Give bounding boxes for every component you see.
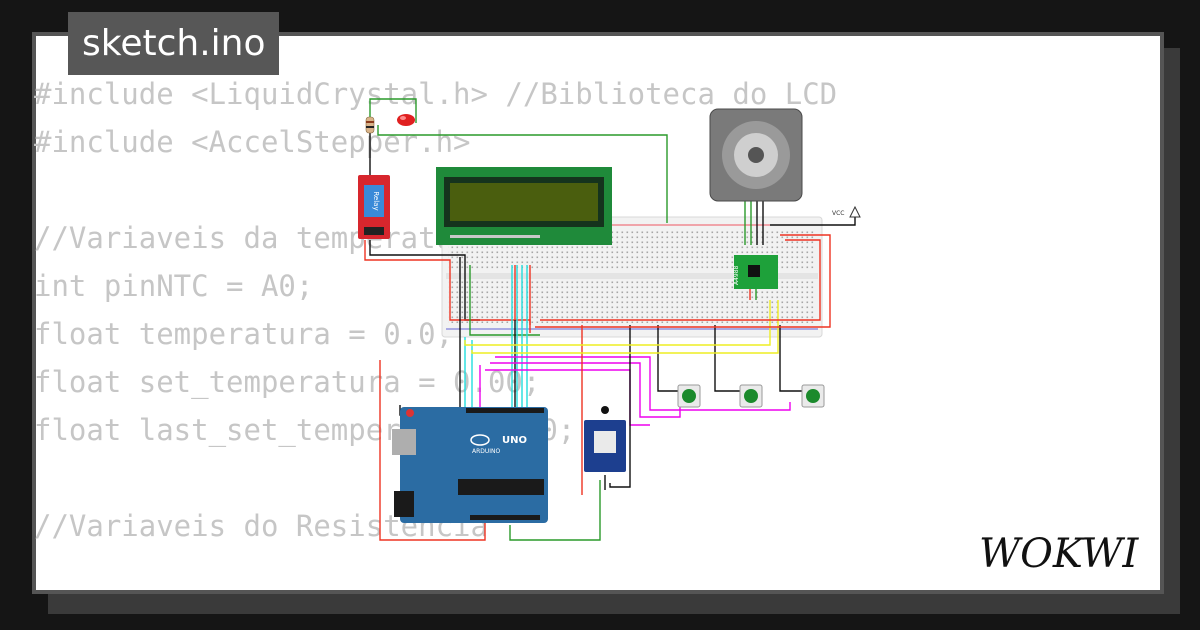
code-line: int pinNTC = A0; bbox=[34, 269, 314, 303]
relay-module: Relay bbox=[358, 175, 390, 239]
driver-label: A4988 bbox=[733, 265, 740, 285]
breadboard bbox=[441, 216, 823, 338]
push-button[interactable] bbox=[677, 384, 701, 408]
temperature-sensor bbox=[584, 406, 626, 472]
arduino-brand: ARDUINO bbox=[472, 448, 501, 455]
push-button[interactable] bbox=[801, 384, 825, 408]
vcc-label: VCC bbox=[832, 210, 844, 217]
arduino-model: UNO bbox=[502, 435, 527, 446]
file-tab[interactable]: sketch.ino bbox=[68, 12, 280, 75]
arduino-uno: UNO ARDUINO bbox=[392, 407, 548, 523]
wokwi-logo-text: WOKWI bbox=[979, 531, 1139, 575]
code-line: #include <AccelStepper.h> bbox=[34, 125, 471, 159]
resistor bbox=[365, 116, 375, 134]
stepper-motor bbox=[709, 108, 803, 202]
relay-label: Relay bbox=[372, 191, 380, 210]
lcd-display bbox=[436, 167, 612, 245]
code-line: float set_temperatura = 0.00; bbox=[34, 365, 541, 399]
stepper-driver: A4988 bbox=[733, 255, 778, 289]
circuit-diagram: Relay A4988 VCC UNO ARDUINO bbox=[358, 98, 861, 541]
code-line: #include <LiquidCrystal.h> //Biblioteca … bbox=[34, 77, 838, 111]
wokwi-logo: WOKWI bbox=[979, 531, 1139, 575]
code-line: float temperatura = 0.0; bbox=[34, 317, 454, 351]
led bbox=[397, 114, 415, 126]
vcc-symbol: VCC bbox=[832, 205, 861, 218]
push-button[interactable] bbox=[739, 384, 763, 408]
